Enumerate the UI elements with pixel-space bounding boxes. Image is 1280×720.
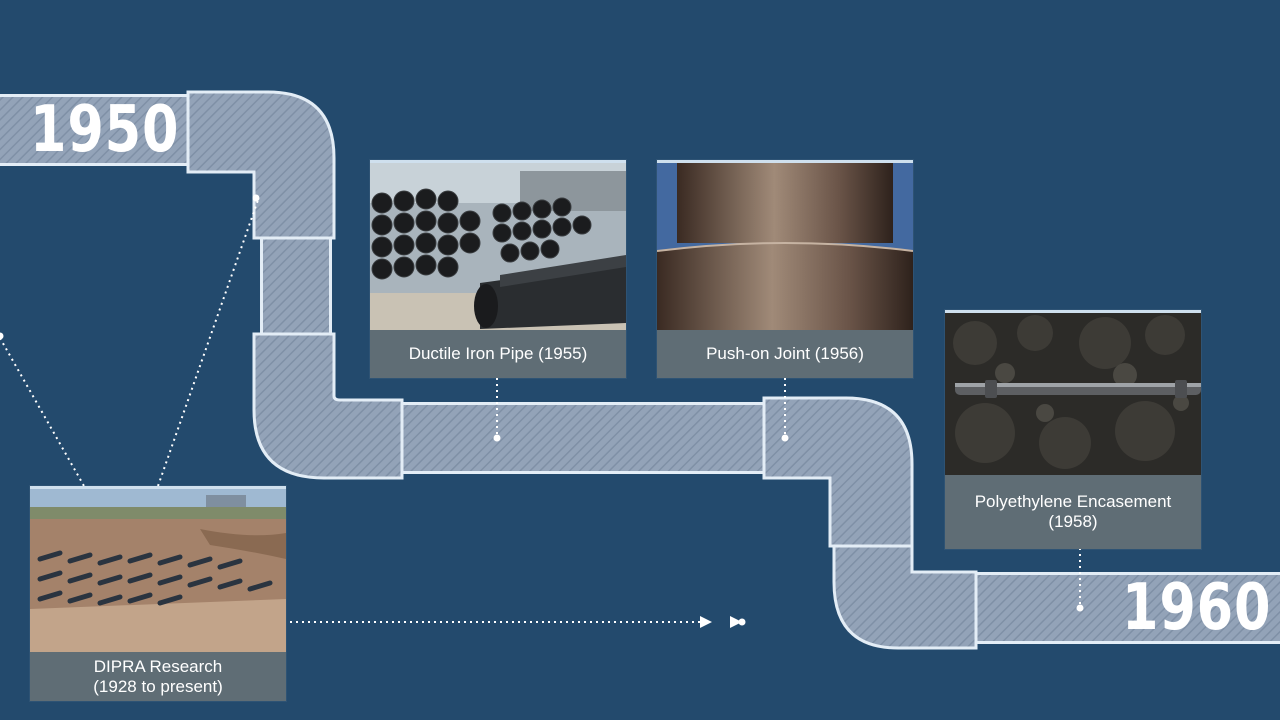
arrow-head-2 [730, 616, 742, 628]
milestone-caption: Polyethylene Encasement (1958) [945, 475, 1201, 549]
arrow-head-1 [700, 616, 712, 628]
ductile-iron-pipe-photo [370, 163, 626, 330]
coupling-elbow-low [832, 544, 978, 650]
milestone-caption: DIPRA Research (1928 to present) [30, 652, 286, 701]
push-on-joint-photo [657, 163, 913, 330]
coupling-elbow-top [186, 90, 336, 240]
milestone-caption-line-2: (1958) [1048, 512, 1098, 531]
milestone-card-push-on-joint: Push-on Joint (1956) [657, 160, 913, 378]
milestone-card-polyethylene-encasement: Polyethylene Encasement (1958) [945, 310, 1201, 549]
milestone-caption-line: Ductile Iron Pipe (1955) [408, 344, 588, 363]
arrow-heads [700, 616, 742, 628]
milestone-caption-line-2: (1928 to present) [93, 676, 223, 696]
start-year-label: 1950 [30, 93, 180, 167]
coupling-joint-mid [762, 396, 914, 548]
polyethylene-encasement-photo [945, 313, 1201, 475]
dotted-connectors [0, 199, 1081, 623]
milestone-caption-line-1: Polyethylene Encasement [974, 492, 1172, 511]
connector-research-right [157, 199, 259, 487]
end-year-label: 1960 [1122, 571, 1272, 645]
pipe-couplings [186, 90, 978, 650]
connector-research-left [0, 337, 85, 487]
milestone-caption-line: Push-on Joint (1956) [706, 344, 864, 363]
milestone-caption: Ductile Iron Pipe (1955) [370, 330, 626, 378]
milestone-card-dipra-research: DIPRA Research (1928 to present) [30, 486, 286, 701]
milestone-caption: Push-on Joint (1956) [657, 330, 913, 378]
milestone-caption-line-1: DIPRA Research [93, 656, 223, 676]
dipra-research-photo [30, 489, 286, 652]
milestone-card-ductile-iron-pipe: Ductile Iron Pipe (1955) [370, 160, 626, 378]
coupling-elbow-mid [252, 332, 404, 480]
